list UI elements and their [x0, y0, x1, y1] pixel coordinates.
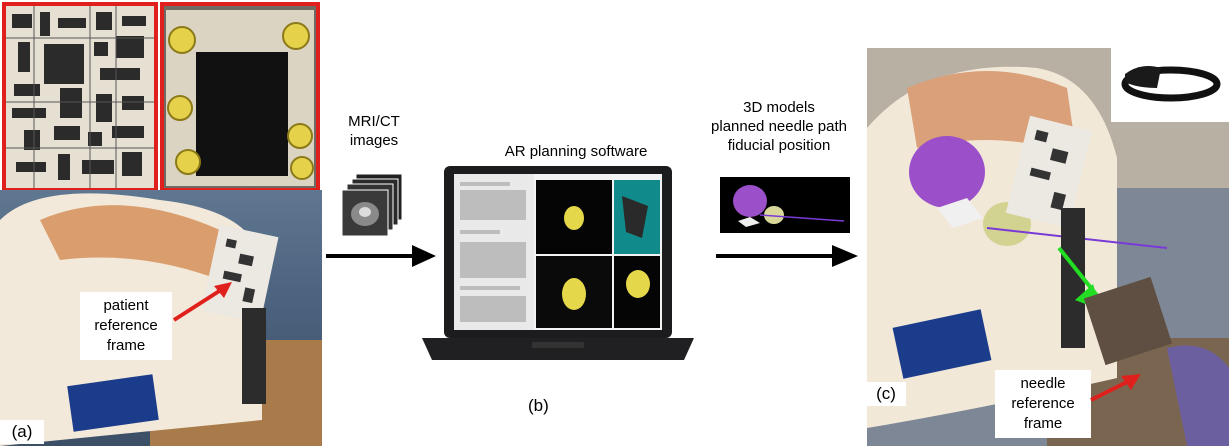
panel-a-photo: patient reference frame (a)	[0, 0, 322, 446]
panel-b-title: AR planning software	[504, 143, 648, 160]
mri-image-stack	[342, 174, 403, 237]
callout-line-2: reference	[1011, 395, 1075, 412]
caption-line-1: 3D models	[743, 99, 815, 116]
patient-reference-frame-callout: patient reference frame	[80, 292, 172, 360]
ar-headset-icon	[1121, 66, 1221, 102]
caption-line-3: fiducial position	[727, 137, 831, 154]
red-pointer-arrow	[172, 282, 232, 322]
laptop-ar-software	[422, 166, 694, 360]
callout-line-1: patient	[103, 297, 149, 314]
panel-a-letter: (a)	[0, 420, 44, 444]
caption-line-2: images	[349, 132, 399, 149]
panel-c-letter: (c)	[866, 382, 906, 406]
fiducial-marker-pattern	[4, 4, 156, 190]
red-highlight-frame-2	[160, 2, 320, 192]
callout-line-1: needle	[1020, 375, 1066, 392]
step2-caption: 3D models planned needle path fiducial p…	[690, 98, 868, 155]
flow-arrow-1	[326, 245, 436, 267]
3d-model-preview	[720, 177, 850, 233]
callout-line-2: reference	[94, 317, 158, 334]
fiducial-marker-backside	[162, 4, 318, 190]
panel-c-photo: needle reference frame	[867, 48, 1229, 446]
callout-line-3: frame	[106, 337, 146, 354]
caption-line-2: planned needle path	[711, 118, 847, 135]
needle-reference-frame-callout: needle reference frame	[995, 370, 1091, 438]
flow-arrow-2	[716, 245, 858, 267]
hololens-inset	[1111, 48, 1229, 122]
mri-ct-caption: MRI/CT images	[336, 112, 412, 150]
callout-line-3: frame	[1023, 415, 1063, 432]
panel-b-letter: (b)	[528, 396, 549, 415]
red-pointer-arrow-c	[1090, 374, 1141, 402]
phantom-photo-a	[0, 190, 322, 446]
caption-line-1: MRI/CT	[348, 113, 400, 130]
red-highlight-frame	[2, 2, 158, 192]
